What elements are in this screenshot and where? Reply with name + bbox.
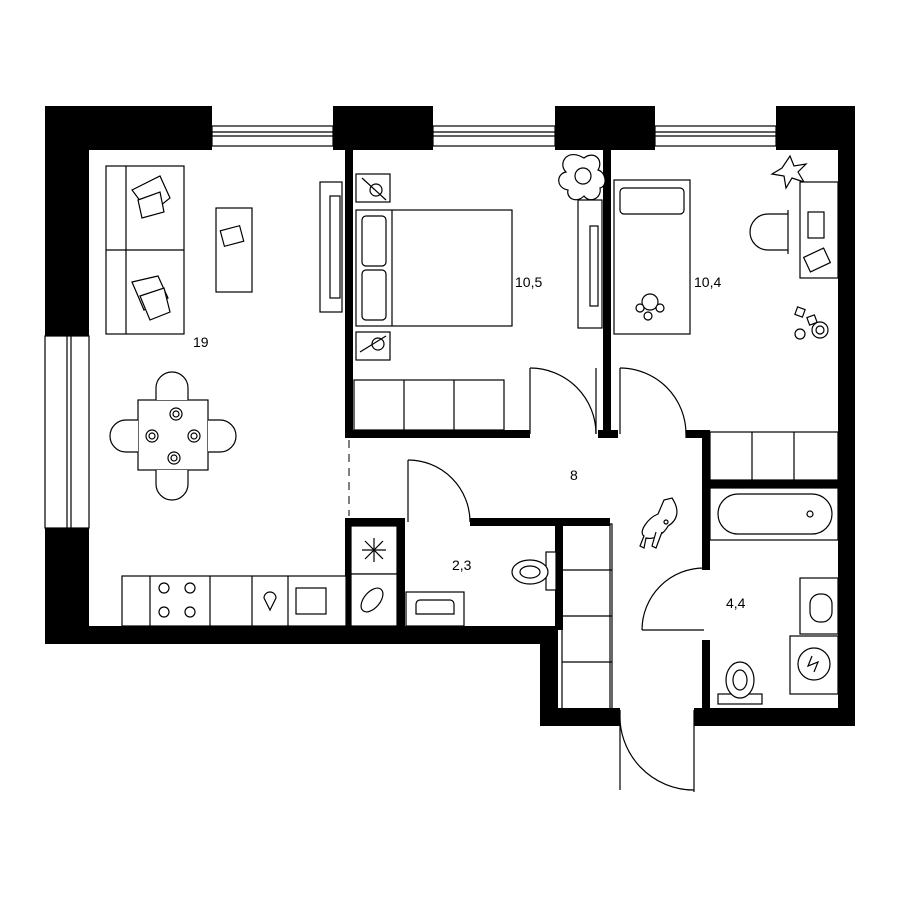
star-plant-icon <box>770 154 808 190</box>
window-icon <box>211 125 334 147</box>
wall-bedroom-left <box>345 148 353 438</box>
entrance-door-icon[interactable] <box>619 710 695 792</box>
wall-left <box>45 106 89 336</box>
table-setting-icon <box>145 407 201 465</box>
wall-wc-right <box>555 518 563 630</box>
window-icon <box>654 125 777 147</box>
stove-icon <box>158 582 196 618</box>
teddy-bear-icon <box>635 293 665 321</box>
wall-bottom <box>45 626 558 644</box>
room-area-hallway: 8 <box>570 467 578 483</box>
room-area-bedroom: 10,5 <box>515 274 542 290</box>
wall-corridor <box>540 626 558 726</box>
doors <box>407 367 705 792</box>
wall-bedroom-bottom <box>345 430 530 438</box>
toilet-icon <box>717 661 763 705</box>
pillow-icon <box>131 275 171 321</box>
office-chair-icon <box>749 210 789 254</box>
room-area-toilet: 2,3 <box>452 557 472 573</box>
wall-kitchen-divider <box>345 518 351 630</box>
windows <box>44 125 777 529</box>
wall-wc-top <box>470 518 610 526</box>
room-area-kids-room: 10,4 <box>694 274 721 290</box>
wall-wc-top <box>345 518 405 526</box>
door-icon[interactable] <box>619 367 687 438</box>
desk-icon <box>799 181 839 279</box>
wall-top <box>333 106 433 150</box>
tv-stand-icon <box>319 181 343 313</box>
door-icon[interactable] <box>529 367 597 435</box>
wall-left <box>45 528 89 644</box>
toys-icon <box>794 306 829 340</box>
wall-wc-left <box>397 518 405 630</box>
single-bed-icon <box>613 179 691 335</box>
fridge-icon <box>350 525 398 575</box>
washing-machine-icon <box>789 635 839 695</box>
window-icon <box>432 125 556 147</box>
mirror-icon <box>577 199 603 329</box>
nightstand-lamp-icon <box>355 173 391 203</box>
wall-kids-bottom <box>686 430 710 438</box>
wall-right <box>838 106 855 726</box>
sink-icon <box>799 577 839 635</box>
double-bed-icon <box>355 209 513 327</box>
pillow-icon <box>131 175 171 219</box>
dresser-icon <box>709 431 839 481</box>
toilet-icon <box>511 551 557 591</box>
room-area-living: 19 <box>193 334 209 350</box>
faucet-icon <box>263 591 277 612</box>
door-icon[interactable] <box>641 567 705 631</box>
wall-bath-top <box>702 480 855 488</box>
wall-bedroom-bottom <box>598 430 618 438</box>
wall-bath-left <box>702 640 710 726</box>
window-icon <box>44 335 90 529</box>
wall-bottom-right <box>694 708 855 726</box>
coffee-table-icon <box>215 207 253 293</box>
plant-icon <box>558 154 606 201</box>
dog-icon <box>639 497 678 549</box>
sink-icon <box>295 587 327 615</box>
nightstand-lamp-icon <box>355 331 391 361</box>
dishes-icon <box>350 573 398 627</box>
wall-bedroom-right <box>603 148 611 438</box>
wall-corridor <box>540 708 620 726</box>
wardrobe-icon <box>353 379 505 431</box>
wall-bath-left <box>702 430 710 570</box>
room-area-bathroom: 4,4 <box>726 595 746 611</box>
hall-wardrobe-icon <box>561 523 613 711</box>
chair-icon <box>109 371 237 501</box>
bathtub-icon <box>709 487 839 541</box>
wall-top <box>555 106 655 150</box>
sink-icon <box>405 591 465 627</box>
walls <box>45 106 855 726</box>
room-labels: 19 10,5 10,4 8 2,3 4,4 <box>193 274 746 611</box>
door-icon[interactable] <box>407 459 471 523</box>
